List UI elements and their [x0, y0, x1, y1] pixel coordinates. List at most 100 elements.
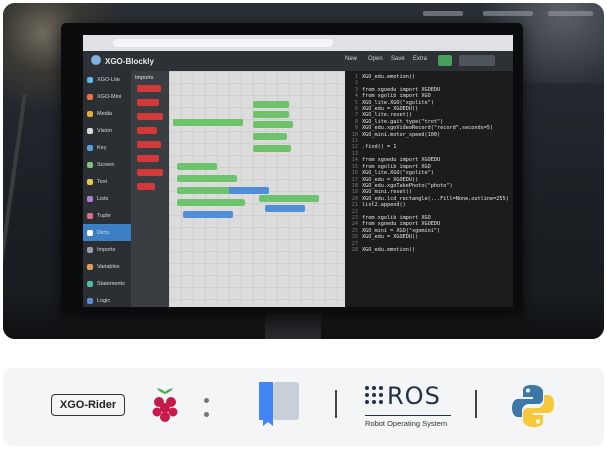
workspace-block[interactable] [177, 187, 249, 194]
category-icon [87, 161, 93, 168]
sidebar-item-xgo-mini[interactable]: XGO-Mini [83, 88, 131, 105]
flyout-block[interactable] [137, 169, 163, 176]
sidebar-item-label: Vision [97, 127, 112, 134]
line-number: 4 [354, 93, 358, 100]
workspace-block[interactable] [253, 121, 293, 128]
save-button[interactable]: Save [391, 56, 405, 62]
code-text: XGO_edu.emotion() [362, 74, 416, 80]
workspace-block[interactable] [253, 145, 291, 152]
workspace-block[interactable] [259, 195, 319, 202]
flyout-block[interactable] [137, 99, 159, 106]
line-number: 6 [354, 106, 358, 113]
code-line: 14 from xgoedu import XGOEDU [345, 157, 513, 163]
sidebar-item-statements[interactable]: Statements [83, 275, 131, 292]
flyout-block[interactable] [137, 127, 157, 134]
line-number: 28 [351, 246, 358, 253]
workspace-block[interactable] [265, 205, 305, 212]
url-bar[interactable] [113, 39, 333, 47]
separator [335, 390, 337, 418]
category-icon [87, 127, 93, 134]
line-number: 21 [351, 202, 358, 209]
sidebar-item-text[interactable]: Text [83, 173, 131, 190]
code-text: .find() = 1 [362, 144, 397, 151]
sidebar-item-xgo-lite[interactable]: XGO-Lite [83, 71, 131, 88]
monitor-screen: XGO-Blockly New Open Save Extra XGO-Lite… [83, 35, 513, 307]
code-text: XGO_edu.lcd_rectangle(...Fill=None,outli… [362, 195, 509, 202]
category-icon [87, 263, 93, 270]
flyout-block[interactable] [137, 141, 161, 148]
code-text: XGO_lite.gait_type("trot") [362, 118, 444, 125]
sidebar-item-label: Text [97, 178, 108, 185]
sidebar-item-label: Variables [97, 263, 120, 270]
sidebar-item-label: Lists [97, 195, 109, 202]
code-text: XGO_lite.XGO("xgolite") [362, 170, 434, 177]
sidebar-item-vision[interactable]: Vision [83, 122, 131, 139]
workspace-block[interactable] [253, 111, 289, 118]
workspace-block[interactable] [183, 211, 233, 218]
new-button[interactable]: New [345, 56, 358, 62]
line-number: 13 [351, 150, 358, 157]
category-icon [87, 195, 93, 202]
workspace-block[interactable] [229, 187, 269, 194]
sidebar-item-key[interactable]: Key [83, 139, 131, 156]
code-text: XGO_edu.xgoTakePhoto("photo") [362, 182, 453, 189]
workspace-block[interactable] [177, 175, 237, 182]
workspace-block[interactable] [173, 119, 243, 126]
ceiling-light [548, 11, 593, 16]
workspace-block[interactable] [253, 101, 289, 108]
open-button[interactable]: Open [368, 56, 383, 62]
category-icon [87, 93, 93, 100]
code-text: XGO_edu = XGOEDU() [362, 176, 419, 183]
code-text: from xgolib import XGO [362, 163, 431, 170]
line-number: 16 [351, 170, 358, 177]
sidebar-item-dicts[interactable]: Dicts [83, 224, 131, 241]
code-text: from xgoedu import XGOEDU [362, 86, 441, 93]
run-button[interactable] [438, 55, 452, 66]
sidebar-item-tuple[interactable]: Tuple [83, 207, 131, 224]
category-icon [87, 212, 93, 219]
sidebar-item-screen[interactable]: Screen [83, 156, 131, 173]
code-line: 12.find() = 1 [345, 144, 513, 150]
block-flyout: Imports [131, 71, 169, 307]
sidebar-item-lists[interactable]: Lists [83, 190, 131, 207]
line-number: 8 [354, 118, 358, 125]
sidebar-item-imports[interactable]: Imports [83, 241, 131, 258]
line-number: 17 [351, 176, 358, 183]
blockly-workspace[interactable] [169, 71, 345, 307]
workspace-block[interactable] [177, 163, 217, 170]
line-number: 27 [351, 240, 358, 247]
code-text: from xgoedu import XGOEDU [362, 157, 441, 164]
flyout-block[interactable] [137, 85, 161, 92]
code-text: from xgolib import XGO [362, 214, 431, 221]
sidebar-item-logic[interactable]: Logic [83, 292, 131, 307]
flyout-block[interactable] [137, 113, 163, 120]
category-icon [87, 246, 93, 253]
extra-button[interactable]: Extra [413, 56, 428, 62]
line-number: 10 [351, 131, 358, 138]
workspace-block[interactable] [253, 133, 287, 140]
sidebar-item-label: Dicts [97, 229, 110, 236]
app-title: XGO-Blockly [105, 56, 154, 66]
code-line: 11 [345, 138, 513, 144]
photo-monitor-scene: XGO-Blockly New Open Save Extra XGO-Lite… [3, 3, 604, 339]
workspace-block[interactable] [177, 199, 245, 206]
app-header: XGO-Blockly New Open Save Extra [83, 51, 513, 71]
code-line: 22 [345, 209, 513, 215]
sidebar-item-variables[interactable]: Variables [83, 258, 131, 275]
raspberry-pi-logo-icon [152, 388, 178, 422]
sidebar-item-media[interactable]: Media [83, 105, 131, 122]
flyout-block[interactable] [137, 155, 159, 162]
device-select[interactable] [459, 55, 495, 66]
sidebar-item-label: Statements [97, 280, 125, 287]
line-number: 14 [351, 157, 358, 164]
flyout-block[interactable] [137, 183, 155, 190]
